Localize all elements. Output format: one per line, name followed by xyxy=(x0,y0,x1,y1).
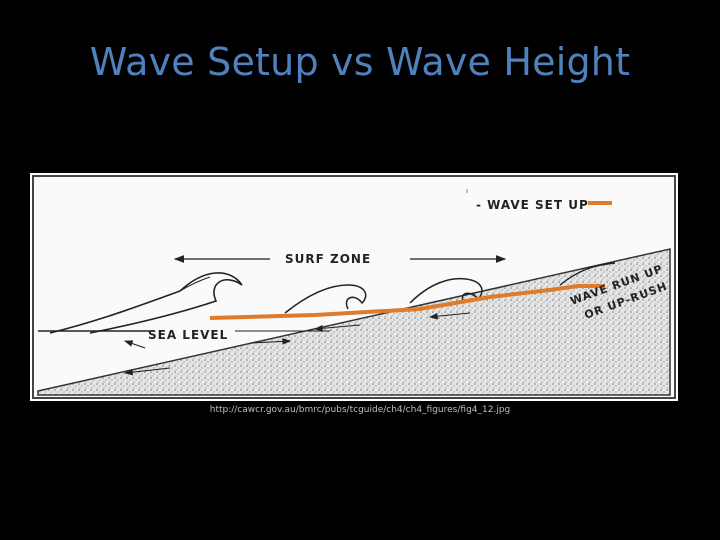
onshore-arrow-1 xyxy=(249,338,292,345)
diagram-svg: - WAVE SET UP SURF ZONE SEA LEVEL WAVE R… xyxy=(32,175,676,399)
wave-setup-diagram: - WAVE SET UP SURF ZONE SEA LEVEL WAVE R… xyxy=(30,173,678,401)
undertow-arrow-3 xyxy=(428,312,471,320)
wave-1-curl xyxy=(179,276,211,292)
breaking-wave-2 xyxy=(284,284,367,314)
run-up-wash xyxy=(559,262,616,286)
circulation-arrow xyxy=(123,340,146,349)
slide-title: Wave Setup vs Wave Height xyxy=(89,40,631,84)
breaking-wave-3 xyxy=(409,277,483,304)
wave-setup-line xyxy=(209,284,605,320)
legend-label: - WAVE SET UP xyxy=(476,198,589,212)
breaking-wave-1 xyxy=(49,272,243,334)
image-source-caption: http://cawcr.gov.au/bmrc/pubs/tcguide/ch… xyxy=(209,405,511,415)
beach-slope xyxy=(37,248,671,396)
sea-level-label: SEA LEVEL xyxy=(148,328,228,342)
surf-zone-label: SURF ZONE xyxy=(285,252,371,266)
undertow-arrow-1 xyxy=(123,367,171,376)
undertow-arrow-2 xyxy=(313,324,361,332)
